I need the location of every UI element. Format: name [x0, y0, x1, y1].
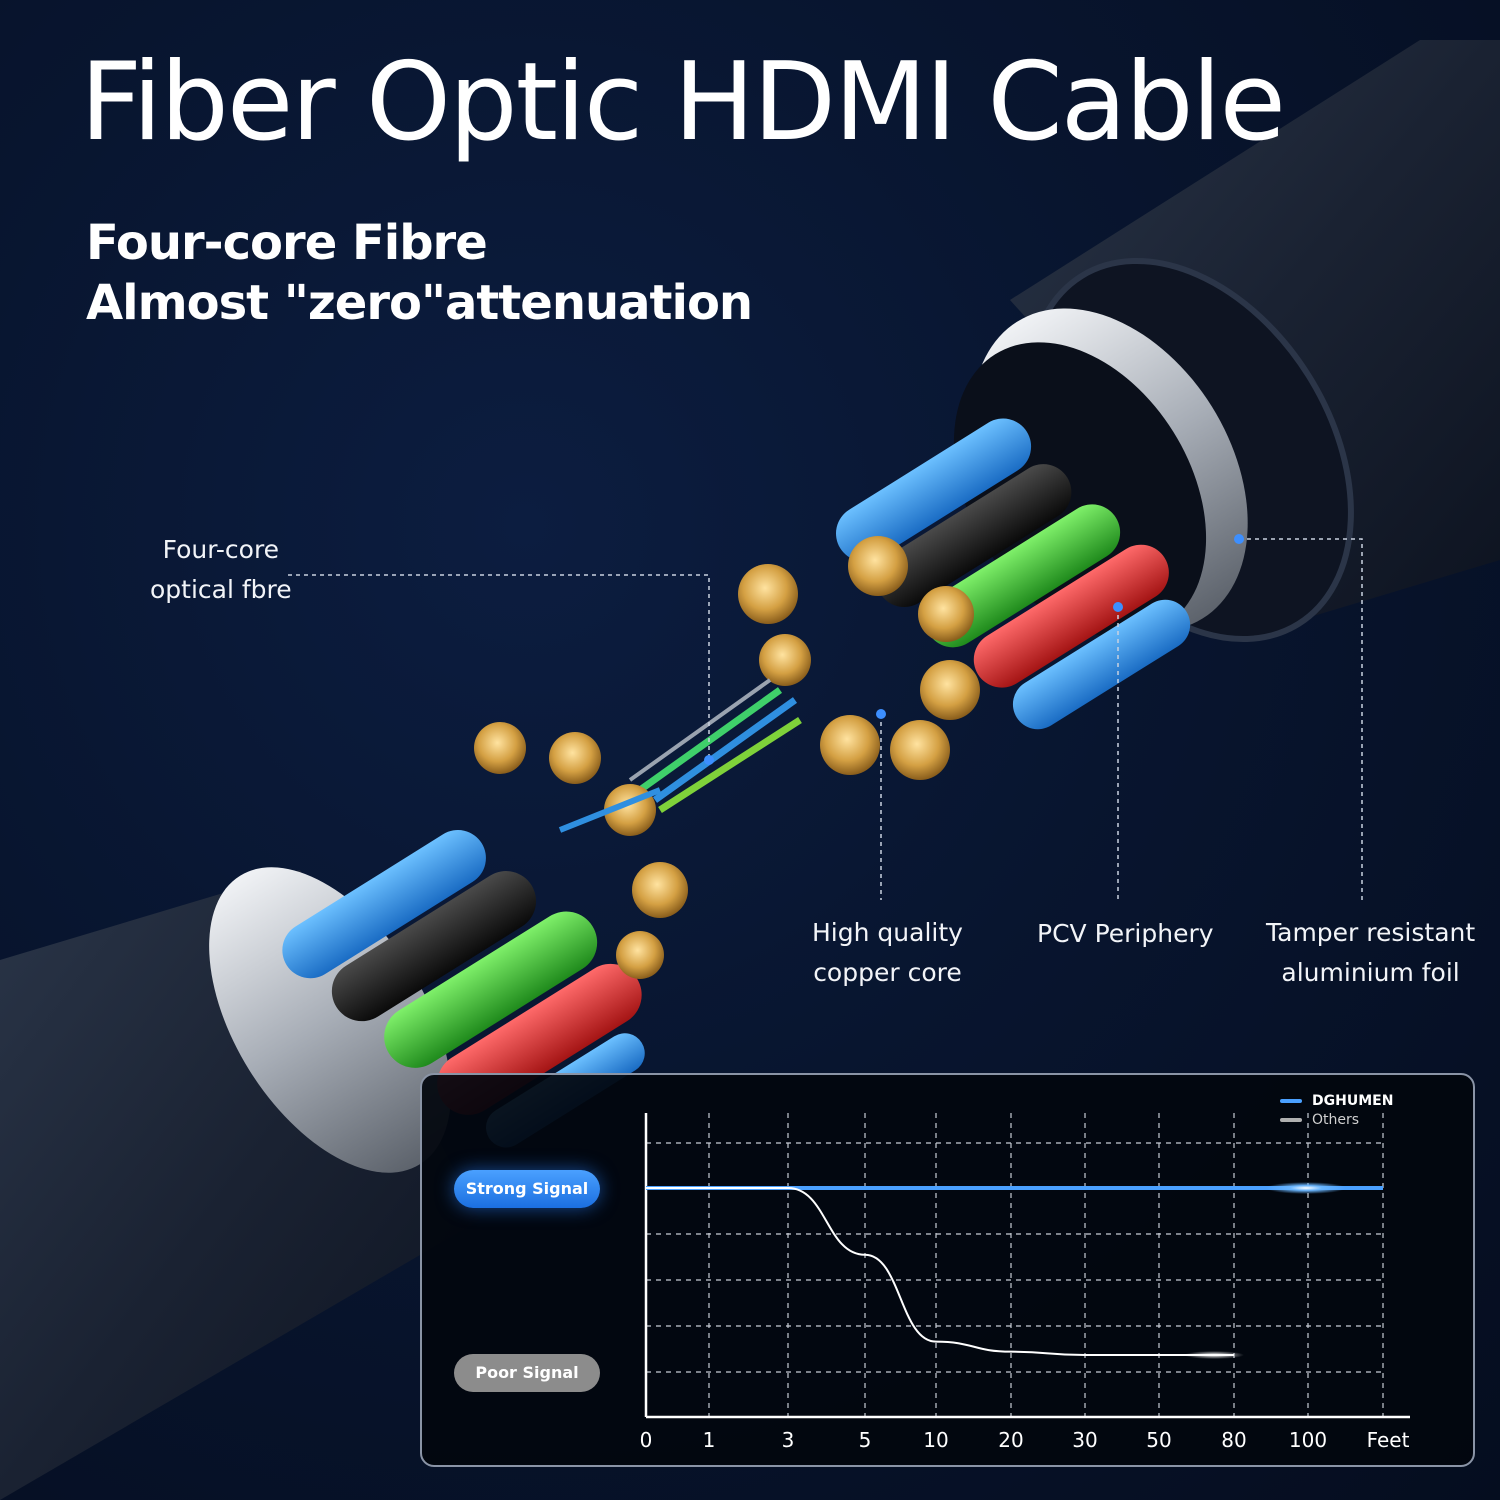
x-tick-label: 3	[781, 1428, 795, 1452]
legend-swatch-dghumen	[1280, 1099, 1302, 1103]
x-axis-unit-label: Feet	[1366, 1428, 1410, 1452]
legend-swatch-others	[1280, 1118, 1302, 1122]
subtitle-line-2: Almost "zero"attenuation	[86, 275, 753, 331]
upper-cable	[628, 40, 1500, 813]
copper-strands-lower	[474, 722, 688, 979]
x-tick-label: 30	[1072, 1428, 1098, 1452]
poor-signal-badge: Poor Signal	[454, 1354, 600, 1392]
callout-optical-fibre: Four-core optical fbre	[150, 535, 292, 604]
x-tick-label: 80	[1221, 1428, 1247, 1452]
signal-chart-panel	[420, 1073, 1475, 1467]
callout-copper-core: High quality copper core	[812, 918, 963, 987]
x-tick-label: 5	[858, 1428, 872, 1452]
lower-cable	[0, 722, 688, 1500]
subtitle-line-1: Four-core Fibre	[86, 215, 488, 271]
callout-dots	[704, 534, 1244, 765]
x-tick-label: 1	[702, 1428, 716, 1452]
legend-item-dghumen: DGHUMEN	[1280, 1093, 1393, 1109]
callout-lines	[288, 538, 1363, 900]
copper-strands-upper	[738, 536, 980, 780]
page-title: Fiber Optic HDMI Cable	[80, 40, 1286, 165]
x-tick-label: 10	[923, 1428, 949, 1452]
x-tick-label: 100	[1288, 1428, 1328, 1452]
legend-item-others: Others	[1280, 1112, 1359, 1128]
callout-foil: Tamper resistant aluminium foil	[1266, 918, 1476, 987]
callout-periphery: PCV Periphery	[1037, 919, 1214, 948]
x-tick-label: 20	[998, 1428, 1024, 1452]
optical-fibres-upper	[628, 678, 802, 813]
x-tick-label: 0	[639, 1428, 653, 1452]
strong-signal-badge: Strong Signal	[454, 1170, 600, 1208]
x-tick-label: 50	[1146, 1428, 1172, 1452]
